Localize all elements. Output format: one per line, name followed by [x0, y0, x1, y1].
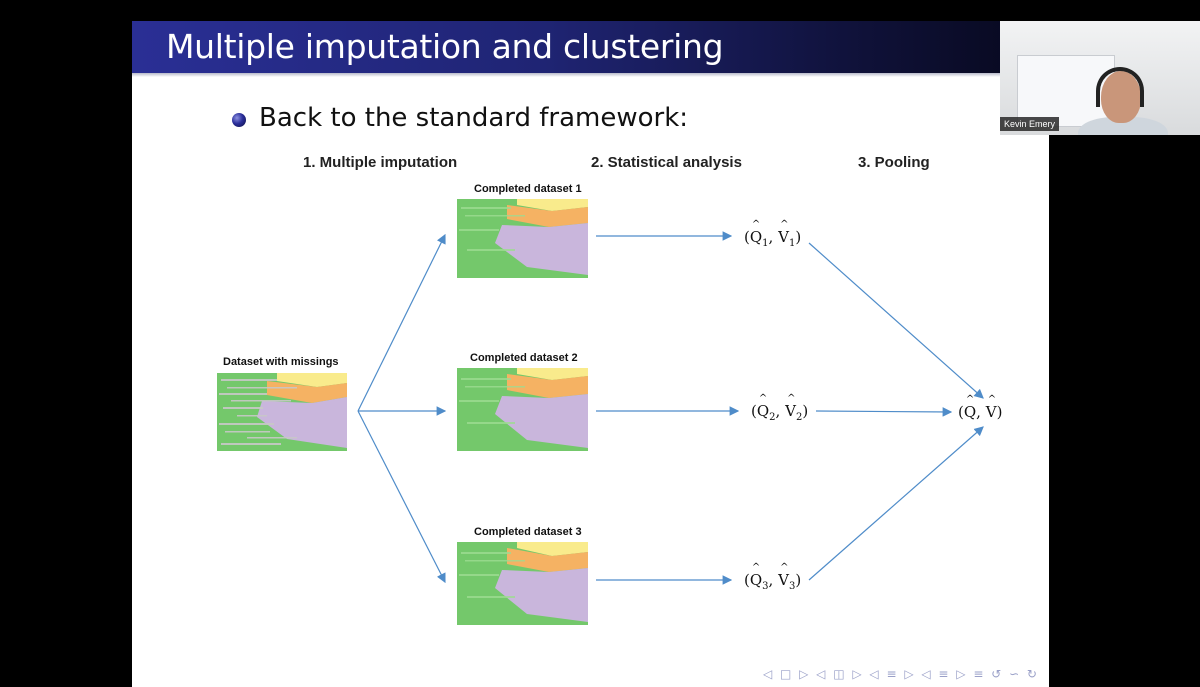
pooled-estimate: (Q, V) — [958, 394, 1002, 421]
participant-body — [1078, 117, 1168, 135]
v1-subscript: 1 — [788, 238, 796, 249]
v-pooled-symbol: V — [986, 394, 997, 421]
missing-dataset-title: Dataset with missings — [223, 356, 339, 368]
bullet-icon — [232, 113, 246, 127]
v2-subscript: 2 — [795, 412, 803, 423]
completed-dataset-2-heatmap — [457, 368, 588, 451]
headset-icon — [1096, 67, 1144, 107]
step-pooling-header: 3. Pooling — [858, 154, 930, 171]
bullet-text: Back to the standard framework: — [259, 103, 689, 133]
v2-symbol: V — [785, 393, 796, 420]
participant-name: Kevin Emery — [1000, 117, 1060, 131]
slide-title: Multiple imputation and clustering — [166, 27, 724, 66]
step-imputation-header: 1. Multiple imputation — [303, 154, 458, 171]
title-shadow — [132, 73, 1049, 77]
arrow-q1-to-pooled — [808, 242, 984, 399]
q1-subscript: 1 — [762, 238, 769, 249]
q3-subscript: 3 — [762, 581, 769, 592]
beamer-navigation[interactable]: ◁ □ ▷ ◁ ◫ ▷ ◁ ≡ ▷ ◁ ≡ ▷ ≡ ↺ ∽ ↻ — [762, 667, 1039, 681]
q-pooled-symbol: Q — [964, 394, 976, 421]
missing-dataset-heatmap — [217, 373, 347, 451]
step-analysis-header: 2. Statistical analysis — [591, 154, 742, 171]
arrow-missing-to-3 — [357, 410, 446, 584]
arrow-q3-to-pooled — [808, 426, 984, 581]
presentation-slide: Multiple imputation and clustering Back … — [132, 21, 1049, 687]
flow-arrows — [357, 231, 984, 585]
completed-dataset-3-heatmap — [457, 542, 588, 625]
slide-title-bar: Multiple imputation and clustering — [132, 21, 1049, 77]
completed-dataset-1-title: Completed dataset 1 — [474, 183, 582, 195]
arrow-missing-to-1 — [357, 233, 446, 412]
q1-symbol: Q — [750, 219, 762, 246]
webcam-tile[interactable]: Kevin Emery — [1000, 21, 1200, 135]
estimate-1: (Q1, V1) — [744, 219, 801, 249]
q2-subscript: 2 — [769, 412, 776, 423]
estimate-2: (Q2, V2) — [751, 393, 808, 423]
v3-subscript: 3 — [788, 581, 796, 592]
estimate-3: (Q3, V3) — [744, 562, 801, 592]
q2-symbol: Q — [757, 393, 769, 420]
v1-symbol: V — [778, 219, 789, 246]
completed-dataset-3-title: Completed dataset 3 — [474, 526, 582, 538]
completed-dataset-1-heatmap — [457, 199, 588, 278]
arrow-q2-to-pooled — [815, 407, 953, 417]
q3-symbol: Q — [750, 562, 762, 589]
v3-symbol: V — [778, 562, 789, 589]
completed-dataset-2-title: Completed dataset 2 — [470, 352, 578, 364]
